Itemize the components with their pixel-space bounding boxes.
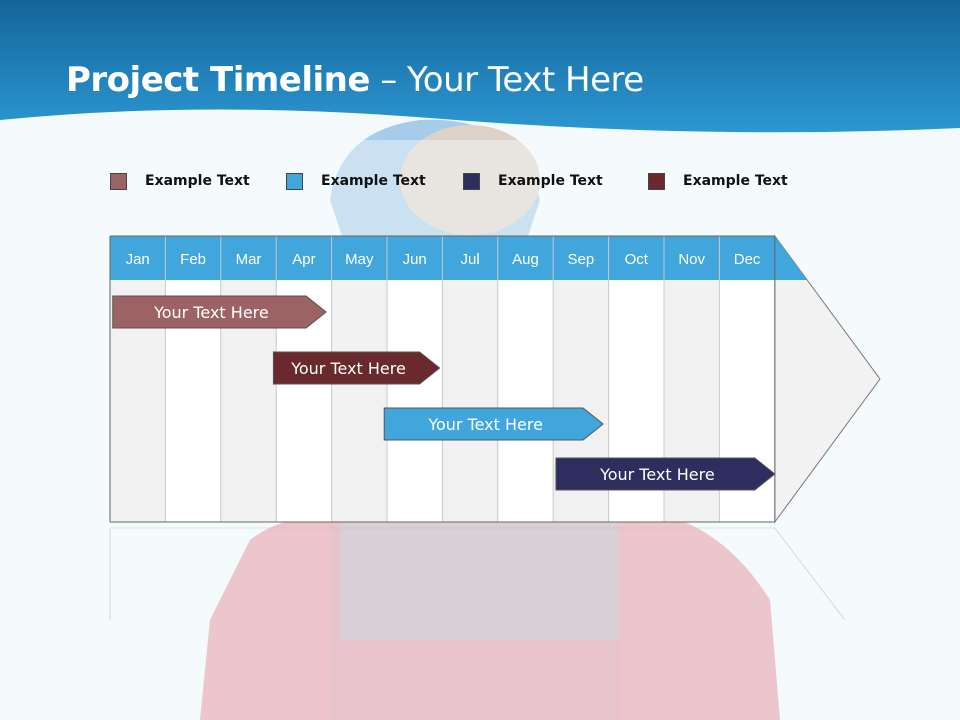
month-label: May [345, 251, 374, 268]
month-header-cell [110, 236, 166, 280]
task-arrow [555, 457, 776, 491]
month-label: Nov [678, 251, 705, 268]
month-header-cell [387, 236, 443, 280]
timeline-arrow-header [774, 236, 808, 280]
month-column [331, 280, 387, 522]
month-header-cell [608, 236, 664, 280]
legend-label-2: Example Text [321, 173, 426, 189]
task-bar-2: Your Text Here [272, 351, 441, 385]
task-label: Your Text Here [599, 465, 715, 484]
legend-swatch-3 [463, 172, 480, 190]
legend-label-4: Example Text [683, 173, 788, 189]
month-label: Jun [403, 251, 427, 268]
month-label: Jan [126, 251, 150, 268]
month-header-cell [442, 236, 498, 280]
month-header-cell [553, 236, 609, 280]
title-bold: Project Timeline [66, 60, 370, 100]
task-arrow [383, 407, 604, 441]
legend-swatch-2 [286, 172, 303, 190]
task-bar-3: Your Text Here [383, 407, 604, 441]
legend-swatch-4 [648, 172, 665, 190]
legend-item-1: Example Text [110, 170, 250, 192]
task-label: Your Text Here [153, 303, 269, 322]
task-bar-4: Your Text Here [555, 457, 776, 491]
month-header-cell [664, 236, 720, 280]
reflection-right-edge [774, 527, 846, 621]
task-bar-1: Your Text Here [112, 295, 327, 329]
month-label: Aug [512, 251, 539, 268]
legend-item-4: Example Text [648, 170, 788, 192]
timeline-reflection [109, 527, 846, 621]
task-arrow [272, 351, 441, 385]
title-rest: – Your Text Here [369, 60, 644, 100]
task-label: Your Text Here [427, 415, 543, 434]
month-label: Dec [734, 251, 761, 268]
task-label: Your Text Here [290, 359, 406, 378]
month-label: Oct [625, 251, 649, 268]
month-header-cell [165, 236, 221, 280]
legend-item-3: Example Text [463, 170, 603, 192]
page-title: Project Timeline – Your Text Here [66, 60, 644, 100]
month-column [387, 280, 443, 522]
task-arrow [112, 295, 327, 329]
month-header-cell [331, 236, 387, 280]
month-label: Jul [461, 251, 480, 268]
legend-item-2: Example Text [286, 170, 426, 192]
month-header-cell [220, 236, 277, 280]
month-header-cell [276, 236, 332, 280]
background-photo [200, 119, 780, 720]
month-header-cell [719, 236, 775, 280]
legend-label-3: Example Text [498, 173, 603, 189]
month-label: Sep [568, 251, 595, 268]
legend-swatch-1 [110, 172, 127, 190]
month-label: Feb [180, 251, 206, 268]
legend-label-1: Example Text [145, 173, 250, 189]
month-label: Mar [236, 251, 262, 268]
month-label: Apr [292, 251, 315, 268]
month-column [442, 280, 498, 522]
month-column [497, 280, 554, 522]
month-header-cell [497, 236, 554, 280]
